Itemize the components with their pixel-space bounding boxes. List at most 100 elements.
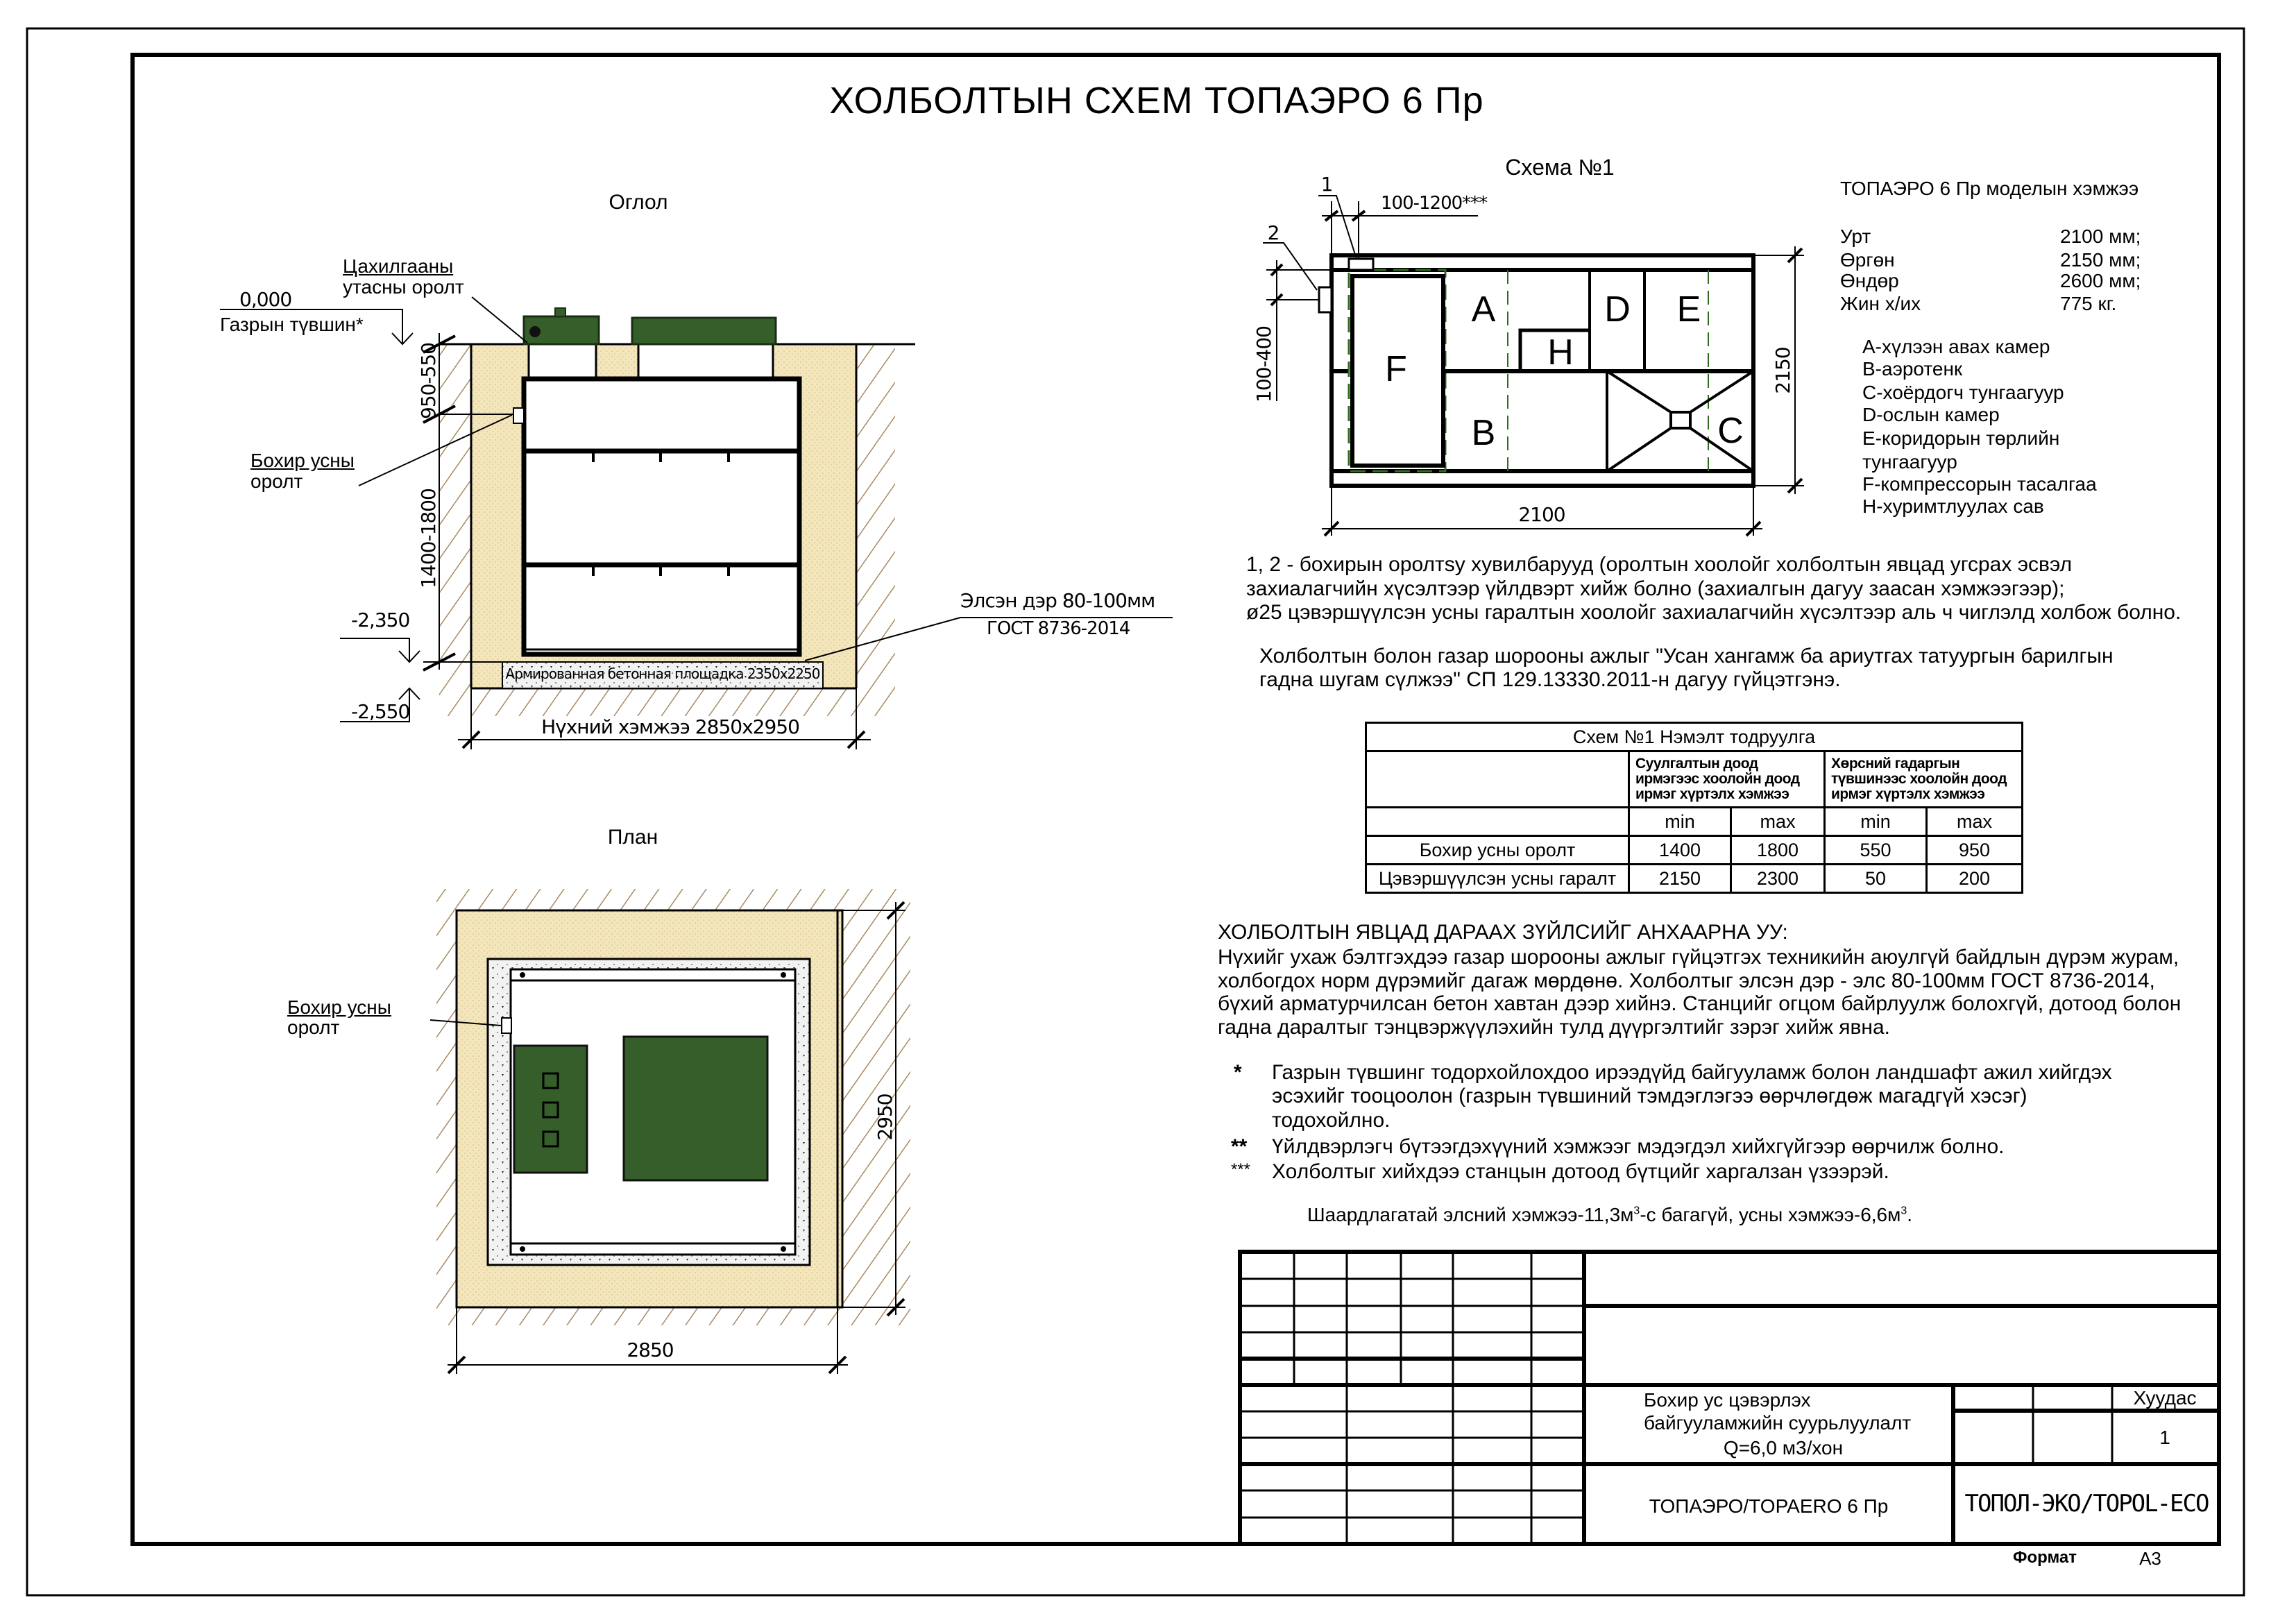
dim-offset: 100-1200*** <box>1381 193 1488 214</box>
footnote-line: Үйлдвэрлэгч бүтээгдэхүүний хэмжээг мэдэг… <box>1272 1135 2005 1158</box>
note-line: 1, 2 - бохирын оролтsy хувилбарууд (орол… <box>1246 553 2073 576</box>
compartment-f <box>1350 274 1445 468</box>
legend-item: Е-коридорын төрлийн <box>1862 427 2060 449</box>
compartment-f-label: F <box>1385 349 1407 389</box>
compartment-b-label: B <box>1471 413 1496 453</box>
compartment-d-label: D <box>1604 289 1631 330</box>
sewage-inlet-label-2: оролт <box>250 470 303 492</box>
plan-width-dim: 2850 <box>627 1339 674 1361</box>
sand-bed-label: Элсэн дэр 80-100мм <box>960 589 1155 612</box>
inlet-pipe <box>513 407 525 424</box>
lid-left <box>522 315 600 346</box>
pipe-1 <box>1347 257 1375 271</box>
model-title: ТОПАЭРО 6 Пр моделын хэмжээ <box>1840 178 2139 199</box>
superscript: 3 <box>1633 1205 1640 1217</box>
footnote-line: эсэхийг тооцоолон (газрын түвшиний тэмдэ… <box>1272 1085 2027 1107</box>
footnote-line: Холболтыг хийхдээ станцын дотоод бүтцийг… <box>1272 1160 1889 1183</box>
plan-title: План <box>607 826 658 849</box>
spec-value: 2600 мм; <box>2060 270 2141 291</box>
level-2550: -2,550 <box>351 700 410 723</box>
table-subheader: max <box>1925 806 2023 837</box>
dim-body-depth: 1400-1800 <box>417 488 440 588</box>
footnote-mark: ** <box>1231 1135 1248 1158</box>
table-empty-cell <box>1365 750 1630 808</box>
cell: 550 <box>1823 835 1928 865</box>
company-name: ТОПОЛ-ЭКО/TOPOL-ECO <box>1964 1490 2210 1518</box>
water-volume: -с багагүй, усны хэмжээ-6,6м <box>1640 1204 1901 1225</box>
table-subheader: min <box>1628 806 1732 837</box>
cell: 2300 <box>1730 863 1826 894</box>
electric-inlet-label-2: утасны оролт <box>343 276 464 298</box>
superscript: 3 <box>1900 1205 1907 1217</box>
attention-line: холбогдох норм дүрэмийг дагаж мөрдөнө. Х… <box>1218 969 2155 992</box>
attention-line: гадна даралтыг тэнцвэржүүлэхийн тулд дүү… <box>1218 1016 1890 1039</box>
title-block-grid <box>1238 1250 2221 1546</box>
spec-value: 775 кг. <box>2060 293 2117 314</box>
description-line: Бохир ус цэвэрлэх <box>1644 1389 1811 1411</box>
pipe-2 <box>1318 286 1333 314</box>
ground-level-mark: 0,000 <box>239 288 292 311</box>
note-line: захиалагчийн хүсэлтээр үйлдвэрт хийж бол… <box>1246 577 2065 600</box>
tank-body <box>521 376 802 657</box>
format-value: А3 <box>2139 1548 2161 1569</box>
compartment-a-label: A <box>1471 289 1496 330</box>
plan-lid-small <box>513 1044 588 1174</box>
plan-length-dim: 2950 <box>874 1094 896 1141</box>
note-line: гадна шугам сүлжээ" СП 129.13330.2011-н … <box>1259 668 1841 691</box>
sand-standard-label: ГОСТ 8736-2014 <box>987 618 1130 639</box>
plan-view <box>430 889 910 1375</box>
format-label: Формат <box>2012 1548 2077 1567</box>
legend-item: С-хоёрдогч тунгаагуур <box>1862 382 2064 403</box>
cell: 1400 <box>1628 835 1732 865</box>
compartment-c-label: C <box>1717 411 1744 451</box>
legend-item: В-аэротенк <box>1862 358 1963 380</box>
cell: 1800 <box>1730 835 1826 865</box>
pit-size-label: Нүхний хэмжээ 2850х2950 <box>541 715 800 738</box>
spec-value: 2100 мм; <box>2060 226 2141 247</box>
footnote-mark: *** <box>1231 1160 1251 1179</box>
spec-label: Өндөр <box>1840 270 1899 291</box>
pipe-1-label: 1 <box>1320 173 1334 196</box>
legend-item: F-компрессорын тасалгаа <box>1862 473 2097 495</box>
legend-item: А-хүлээн авах камер <box>1862 336 2050 357</box>
table-group-header: Суулгалтын доод ирмэгээс хоолойн доод ир… <box>1628 750 1826 808</box>
ground-level-label: Газрын түвшин* <box>220 314 364 335</box>
section-view <box>220 296 1173 749</box>
legend-item: тунгаагуур <box>1862 451 1957 473</box>
plan-inlet-label: Бохир усны <box>287 996 391 1018</box>
level-2350: -2,350 <box>351 609 410 631</box>
table-subheader: max <box>1730 806 1826 837</box>
compartment-e-label: E <box>1676 289 1701 330</box>
footnote-line: тодохойлно. <box>1272 1109 1391 1132</box>
pipe-2-label: 2 <box>1267 221 1280 244</box>
legend-item: Н-хуримтлуулах сав <box>1862 495 2044 517</box>
cell: 50 <box>1823 863 1928 894</box>
scheme-title: Схема №1 <box>1505 155 1615 180</box>
plan-inlet-label-2: оролт <box>287 1017 340 1038</box>
sand-volume: Шаардлагатай элсний хэмжээ-11,3м <box>1307 1204 1634 1225</box>
dim-pipe-height: 100-400 <box>1252 326 1275 402</box>
drawing-frame <box>130 53 2221 1546</box>
attention-line: Нүхийг ухаж бэлтгэхдээ газар шорооны ажл… <box>1218 946 2179 969</box>
sheet-number: 1 <box>2159 1427 2170 1448</box>
spec-label: Жин х/их <box>1840 293 1921 314</box>
footnote-mark: * <box>1234 1061 1242 1084</box>
description-line: Q=6,0 м3/хон <box>1723 1437 1844 1459</box>
dim-scheme-length: 2100 <box>1518 503 1565 526</box>
table-group-header: Хөрсний гадаргын түвшинээс хоолойн доод … <box>1823 750 2023 808</box>
dim-scheme-width: 2150 <box>1771 347 1794 394</box>
scheme-1-diagram <box>1263 195 1804 537</box>
material-requirement: Шаардлагатай элсний хэмжээ-11,3м3-с бага… <box>1307 1205 1912 1225</box>
sheet-label: Хуудас <box>2133 1387 2197 1409</box>
product-name: ТОПАЭРО/TOPAERO 6 Пр <box>1649 1495 1889 1517</box>
attention-line: бүхий арматурчилсан бетон хавтан дээр хи… <box>1218 992 2182 1015</box>
description-line: байгууламжийн суурьлуулалт <box>1644 1412 1912 1434</box>
electric-inlet-label: Цахилгааны <box>343 255 454 277</box>
footnote-line: Газрын түвшинг тодорхойлохдоо ирээдүйд б… <box>1272 1061 2112 1084</box>
scheme-supplement-table: Схем №1 Нэмэлт тодруулга Суулгалтын доод… <box>1365 722 2023 894</box>
section-title: Оглол <box>609 191 668 214</box>
spec-label: Өргөн <box>1840 249 1895 271</box>
outer-border <box>26 27 2245 1597</box>
